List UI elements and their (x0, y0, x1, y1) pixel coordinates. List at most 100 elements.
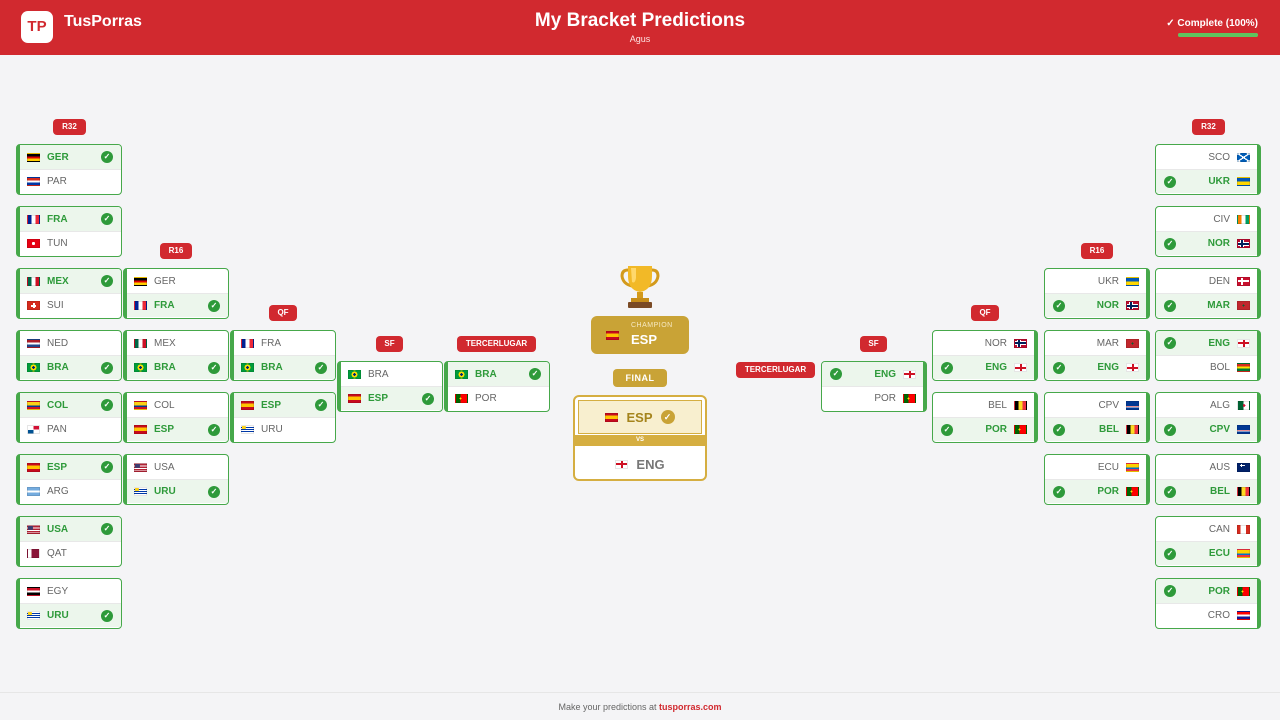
check-icon: ✓ (1053, 485, 1065, 498)
team-row[interactable]: FRA✓ (127, 293, 228, 317)
team-row[interactable]: ECU (1045, 455, 1146, 479)
team-row[interactable]: AUS (1156, 455, 1257, 479)
team-row[interactable]: DEN (1156, 269, 1257, 293)
team-row[interactable]: USA✓ (20, 517, 121, 541)
team-row[interactable]: USA (127, 455, 228, 479)
app-logo[interactable]: TP (21, 11, 53, 43)
team-row[interactable]: BOL (1156, 355, 1257, 379)
round-label-third-place: TERCERLUGAR (457, 336, 536, 352)
team-row[interactable]: ESP✓ (341, 386, 442, 410)
team-row[interactable]: ENG✓ (1156, 331, 1257, 355)
page-title: My Bracket Predictions (534, 10, 746, 31)
team-row[interactable]: ALG (1156, 393, 1257, 417)
team-row[interactable]: MEX✓ (20, 269, 121, 293)
team-row[interactable]: MAR✓ (1156, 293, 1257, 317)
team-row[interactable]: GER (127, 269, 228, 293)
team-row[interactable]: ESP✓ (234, 393, 335, 417)
team-row[interactable]: BEL✓ (1156, 479, 1257, 503)
team-row[interactable]: CPV✓ (1156, 417, 1257, 441)
team-row[interactable]: ESP✓ (127, 417, 228, 441)
team-row[interactable]: ARG (20, 479, 121, 503)
flag-civ-icon (1237, 214, 1250, 224)
champion-label: CHAMPION (631, 322, 673, 329)
team-row[interactable]: PAN (20, 417, 121, 441)
team-row[interactable]: MEX (127, 331, 228, 355)
trophy-icon (620, 266, 660, 308)
team-row[interactable]: ENG✓ (822, 362, 923, 386)
team-row[interactable]: CRO (1156, 603, 1257, 627)
team-row[interactable]: BRA✓ (234, 355, 335, 379)
match-card: MEX✓SUI (16, 268, 122, 319)
flag-sco-icon (1237, 152, 1250, 162)
team-row[interactable]: ENG✓ (933, 355, 1034, 379)
team-name: GER (154, 275, 176, 287)
round-label-final: FINAL (613, 369, 667, 387)
team-row[interactable]: CIV (1156, 207, 1257, 231)
team-row[interactable]: CPV (1045, 393, 1146, 417)
team-row[interactable]: NOR✓ (1156, 231, 1257, 255)
team-row[interactable]: POR✓ (933, 417, 1034, 441)
team-row[interactable]: GER✓ (20, 145, 121, 169)
team-row[interactable]: POR✓ (1045, 479, 1146, 503)
brand-name[interactable]: TusPorras (64, 13, 142, 30)
team-row[interactable]: BEL✓ (1045, 417, 1146, 441)
team-row[interactable]: URU✓ (20, 603, 121, 627)
team-row[interactable]: BRA✓ (20, 355, 121, 379)
team-row[interactable]: NOR✓ (1045, 293, 1146, 317)
check-icon: ✓ (660, 410, 675, 424)
check-icon: ✓ (529, 368, 541, 380)
team-row[interactable]: BEL (933, 393, 1034, 417)
team-row[interactable]: COL (127, 393, 228, 417)
team-row[interactable]: NED (20, 331, 121, 355)
team-row[interactable]: SCO (1156, 145, 1257, 169)
team-row[interactable]: EGY (20, 579, 121, 603)
flag-bel-icon (1126, 425, 1139, 434)
round-label-r16-right: R16 (1081, 243, 1113, 259)
user-name: Agus (629, 34, 651, 44)
team-row[interactable]: NOR (933, 331, 1034, 355)
team-row[interactable]: ECU✓ (1156, 541, 1257, 565)
footer-link[interactable]: tusporras.com (659, 702, 722, 712)
team-row[interactable]: POR (448, 386, 549, 410)
final-team-1[interactable]: ESP ✓ (578, 400, 702, 434)
team-row[interactable]: PAR (20, 169, 121, 193)
team-name: ESP (47, 461, 68, 473)
flag-bel-icon (1014, 400, 1027, 410)
team-row[interactable]: CAN (1156, 517, 1257, 541)
team-name: POR (985, 424, 1007, 435)
team-row[interactable]: UKR✓ (1156, 169, 1257, 193)
check-icon: ✓ (101, 151, 113, 163)
flag-usa-icon (134, 462, 147, 472)
team-row[interactable]: POR✓ (1156, 579, 1257, 603)
footer: Make your predictions at tusporras.com (0, 692, 1280, 720)
team-row[interactable]: FRA✓ (20, 207, 121, 231)
team-row[interactable]: UKR (1045, 269, 1146, 293)
team-row[interactable]: BRA✓ (448, 362, 549, 386)
team-row[interactable]: MAR (1045, 331, 1146, 355)
team-row[interactable]: TUN (20, 231, 121, 255)
team-name: TUN (47, 238, 68, 249)
final-team-2[interactable]: ENG (578, 447, 702, 479)
team-row[interactable]: COL✓ (20, 393, 121, 417)
team-row[interactable]: BRA (341, 362, 442, 386)
team-row[interactable]: POR (822, 386, 923, 410)
team-row[interactable]: QAT (20, 541, 121, 565)
team-row[interactable]: SUI (20, 293, 121, 317)
final-team-1-name: ESP (626, 409, 653, 425)
flag-cpv-icon (1126, 400, 1139, 410)
team-row[interactable]: ENG✓ (1045, 355, 1146, 379)
team-row[interactable]: URU (234, 417, 335, 441)
flag-ger-icon (134, 276, 147, 286)
team-row[interactable]: ESP✓ (20, 455, 121, 479)
final-match: ESP ✓ VS ENG (573, 395, 707, 481)
team-row[interactable]: FRA (234, 331, 335, 355)
flag-fra-icon (27, 214, 40, 224)
team-row[interactable]: URU✓ (127, 479, 228, 503)
flag-pan-icon (27, 425, 40, 434)
team-row[interactable]: BRA✓ (127, 355, 228, 379)
